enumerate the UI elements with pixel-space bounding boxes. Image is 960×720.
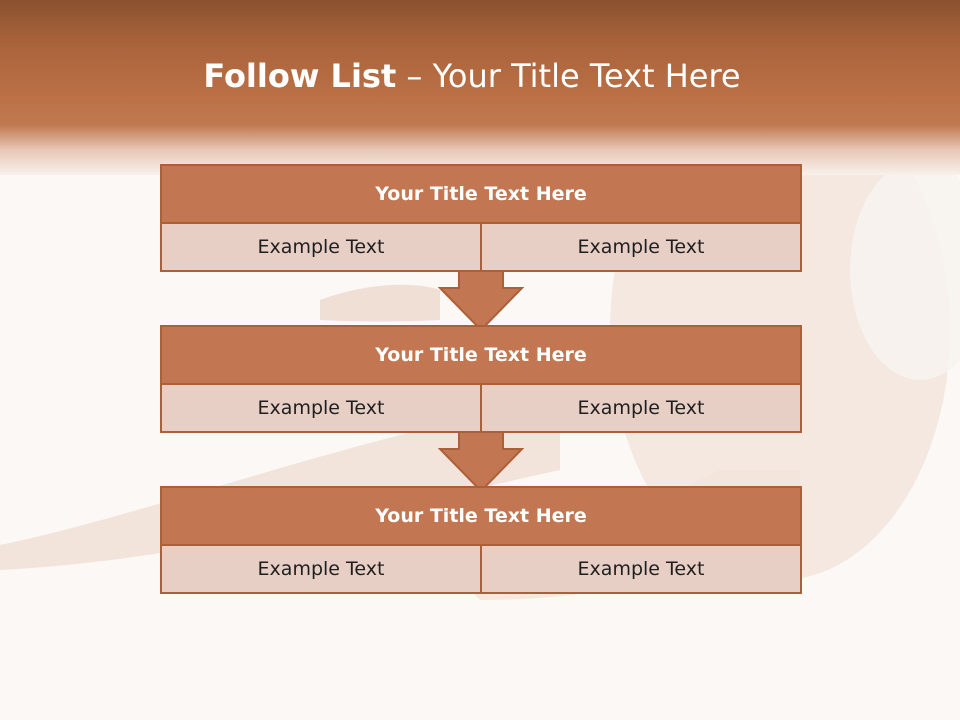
step-cell-left: Example Text — [162, 224, 480, 270]
step-title: Your Title Text Here — [162, 166, 800, 222]
step-title: Your Title Text Here — [162, 488, 800, 544]
slide-title: Follow List – Your Title Text Here — [0, 52, 944, 100]
step-cell-right: Example Text — [482, 224, 800, 270]
step-block-1: Your Title Text Here Example Text Exampl… — [160, 164, 802, 272]
step-cell-left: Example Text — [162, 385, 480, 431]
slide-title-rest: – Your Title Text Here — [396, 57, 741, 95]
step-cell-right: Example Text — [482, 546, 800, 592]
step-block-3: Your Title Text Here Example Text Exampl… — [160, 486, 802, 594]
step-title: Your Title Text Here — [162, 327, 800, 383]
header-band — [0, 0, 960, 175]
down-arrow-icon — [438, 431, 524, 493]
step-block-2: Your Title Text Here Example Text Exampl… — [160, 325, 802, 433]
step-cell-right: Example Text — [482, 385, 800, 431]
slide-title-bold: Follow List — [203, 57, 397, 95]
step-cell-left: Example Text — [162, 546, 480, 592]
down-arrow-icon — [438, 270, 524, 332]
